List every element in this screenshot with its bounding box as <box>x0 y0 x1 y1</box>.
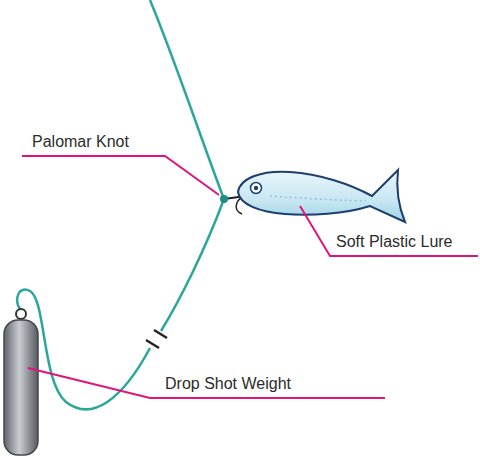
lateral-line <box>270 196 366 201</box>
leader-line <box>161 199 224 331</box>
part-label: Drop Shot Weight <box>165 375 291 393</box>
part-label: Soft Plastic Lure <box>336 233 453 251</box>
soft-plastic-lure <box>238 170 405 222</box>
lure-pupil <box>254 186 258 190</box>
part-label: Palomar Knot <box>32 133 129 151</box>
break-mark <box>146 340 159 348</box>
lure-eye <box>251 183 262 194</box>
break-mark <box>154 330 167 338</box>
knot-dot <box>220 195 228 203</box>
leader-line <box>22 156 219 195</box>
drop-shot-weight <box>4 320 38 455</box>
leader-line <box>28 368 385 398</box>
leader-line <box>300 206 478 256</box>
main-line <box>150 0 224 199</box>
weight-ring <box>16 309 26 319</box>
